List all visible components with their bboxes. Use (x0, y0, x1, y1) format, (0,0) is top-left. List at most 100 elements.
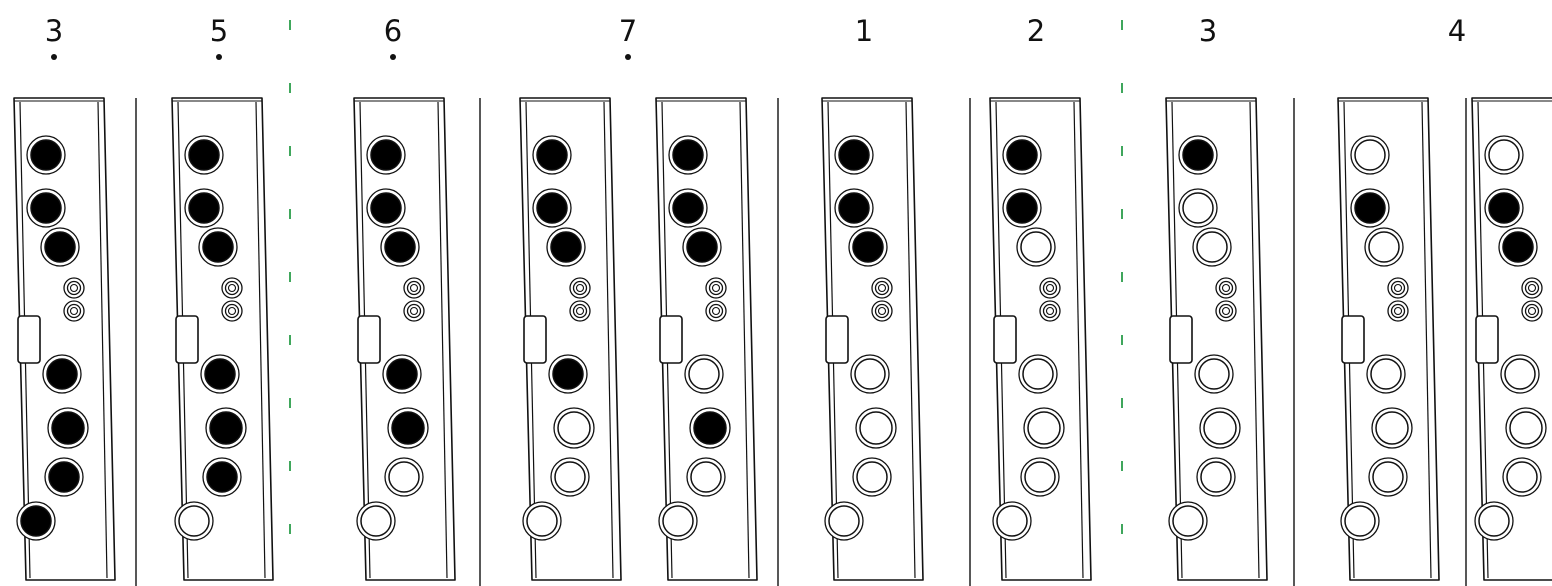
open-hole (526, 505, 558, 537)
pipe-inner-line (1421, 101, 1432, 579)
pipe-inner-line (1249, 101, 1260, 579)
closed-hole (686, 231, 718, 263)
open-hole (1370, 358, 1402, 390)
lower-octave-dot (390, 54, 396, 60)
open-hole (859, 411, 893, 445)
open-hole (1368, 231, 1400, 263)
small-hole-inner (1045, 283, 1055, 293)
note-label: 2 (1016, 14, 1056, 48)
thumb-tab (993, 315, 1017, 364)
closed-hole (202, 231, 234, 263)
note-number: 1 (854, 14, 874, 48)
open-hole (1172, 505, 1204, 537)
pipe-inner-line (1073, 101, 1084, 579)
thumb-tab (659, 315, 683, 364)
small-hole-inner (1221, 283, 1231, 293)
closed-hole (552, 358, 584, 390)
pipe-inner-line (603, 101, 614, 579)
recorder-pipe (13, 97, 116, 581)
open-hole (828, 505, 860, 537)
note-label: 3 (34, 14, 74, 60)
closed-hole (852, 231, 884, 263)
open-hole (1203, 411, 1237, 445)
open-hole (360, 505, 392, 537)
closed-hole (384, 231, 416, 263)
recorder-pipe (655, 97, 758, 581)
closed-hole (48, 461, 80, 493)
thumb-tab (357, 315, 381, 364)
small-hole-inner (227, 306, 237, 316)
note-label: 6 (373, 14, 413, 60)
small-hole-inner (575, 283, 585, 293)
closed-hole (391, 411, 425, 445)
lower-octave-dot (216, 54, 222, 60)
open-hole (1375, 411, 1409, 445)
closed-hole (550, 231, 582, 263)
note-number: 2 (1026, 14, 1046, 48)
pipe-inner-line (905, 101, 916, 579)
small-hole-inner (1527, 283, 1537, 293)
recorder-pipe (1165, 97, 1268, 581)
open-hole (1506, 461, 1538, 493)
thumb-tab (1341, 315, 1365, 364)
closed-hole (1006, 139, 1038, 171)
open-hole (1182, 192, 1214, 224)
note-number: 6 (383, 14, 403, 48)
small-hole-inner (227, 283, 237, 293)
open-hole (1488, 139, 1520, 171)
small-hole-inner (1393, 306, 1403, 316)
note-number: 3 (1198, 14, 1218, 48)
closed-hole (386, 358, 418, 390)
closed-hole (20, 505, 52, 537)
closed-hole (206, 461, 238, 493)
note-number: 5 (209, 14, 229, 48)
small-hole-inner (409, 306, 419, 316)
closed-hole (46, 358, 78, 390)
open-hole (554, 461, 586, 493)
closed-hole (204, 358, 236, 390)
closed-hole (51, 411, 85, 445)
recorder-pipe (821, 97, 924, 581)
note-label: 7 (608, 14, 648, 60)
small-hole-inner (1221, 306, 1231, 316)
thumb-tab (175, 315, 199, 364)
open-hole (557, 411, 591, 445)
closed-hole (1488, 192, 1520, 224)
thumb-tab (1475, 315, 1499, 364)
open-hole (178, 505, 210, 537)
open-hole (1504, 358, 1536, 390)
closed-hole (370, 192, 402, 224)
open-hole (856, 461, 888, 493)
lower-octave-dot (625, 54, 631, 60)
closed-hole (1182, 139, 1214, 171)
note-number: 7 (618, 14, 638, 48)
note-label: 4 (1437, 14, 1477, 48)
recorder-pipe (989, 97, 1092, 581)
note-label: 1 (844, 14, 884, 48)
recorder-pipe (519, 97, 622, 581)
pipe-inner-line (739, 101, 750, 579)
thumb-tab (523, 315, 547, 364)
open-hole (662, 505, 694, 537)
open-hole (388, 461, 420, 493)
small-hole-inner (877, 283, 887, 293)
closed-hole (672, 139, 704, 171)
closed-hole (672, 192, 704, 224)
small-hole-inner (711, 283, 721, 293)
open-hole (1020, 231, 1052, 263)
open-hole (1509, 411, 1543, 445)
thumb-tab (1169, 315, 1193, 364)
open-hole (1200, 461, 1232, 493)
closed-hole (188, 192, 220, 224)
closed-hole (1502, 231, 1534, 263)
closed-hole (1006, 192, 1038, 224)
pipe-inner-line (255, 101, 266, 579)
open-hole (1022, 358, 1054, 390)
small-hole-inner (575, 306, 585, 316)
open-hole (1196, 231, 1228, 263)
small-hole-inner (1527, 306, 1537, 316)
open-hole (688, 358, 720, 390)
recorder-pipe (1471, 97, 1552, 581)
closed-hole (1354, 192, 1386, 224)
